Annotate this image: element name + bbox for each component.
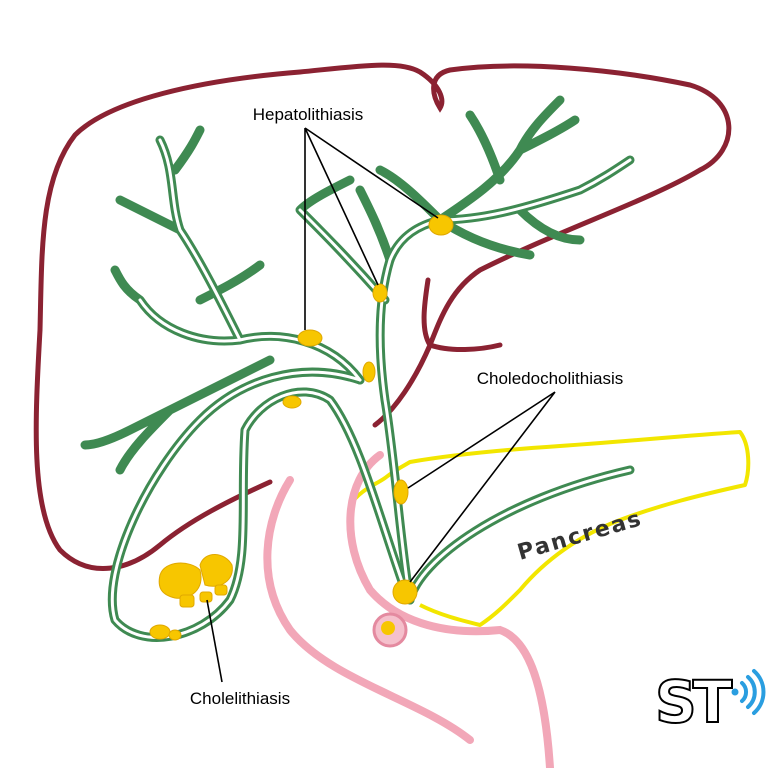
st-logo: ST [654,667,766,737]
liver-outline [33,62,732,571]
choledocholithiasis-label: Choledocholithiasis [477,369,623,388]
biliary-tree [80,95,635,642]
pancreas-outline [348,430,751,627]
gallstones [149,554,233,641]
cholelithiasis-label: Cholelithiasis [190,689,290,708]
broadcast-waves-icon [731,669,766,715]
liver-lobe-line [427,342,503,353]
intrahepatic-stones [282,214,454,409]
pointer-lines [206,127,556,683]
hepatolithiasis-label: Hepatolithiasis [253,105,364,124]
common-duct-stones [392,479,418,605]
pancreas-label: Pancreas [515,506,646,566]
logo-text: ST [655,668,733,736]
pancreatic-duct [263,451,554,768]
